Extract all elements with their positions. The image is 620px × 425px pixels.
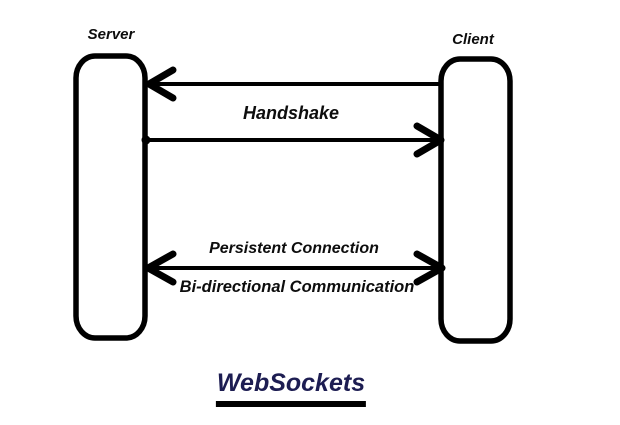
client-node-shape [438, 56, 513, 344]
client-node-label: Client [452, 31, 494, 48]
line-endpoint-dot [141, 135, 151, 145]
left-arrowhead-icon [144, 250, 177, 286]
server-node-shape [73, 53, 148, 341]
server-node-label: Server [87, 26, 135, 43]
diagram-title: WebSockets [215, 369, 367, 407]
handshake-arrow-label: Handshake [242, 103, 340, 123]
right-arrowhead-icon [413, 122, 445, 158]
persistent-connection-label: Persistent Connection [209, 240, 379, 257]
bidirectional-communication-label: Bi-directional Communication [179, 278, 415, 296]
right-arrowhead-icon [413, 250, 446, 286]
left-arrowhead-icon [145, 66, 177, 102]
